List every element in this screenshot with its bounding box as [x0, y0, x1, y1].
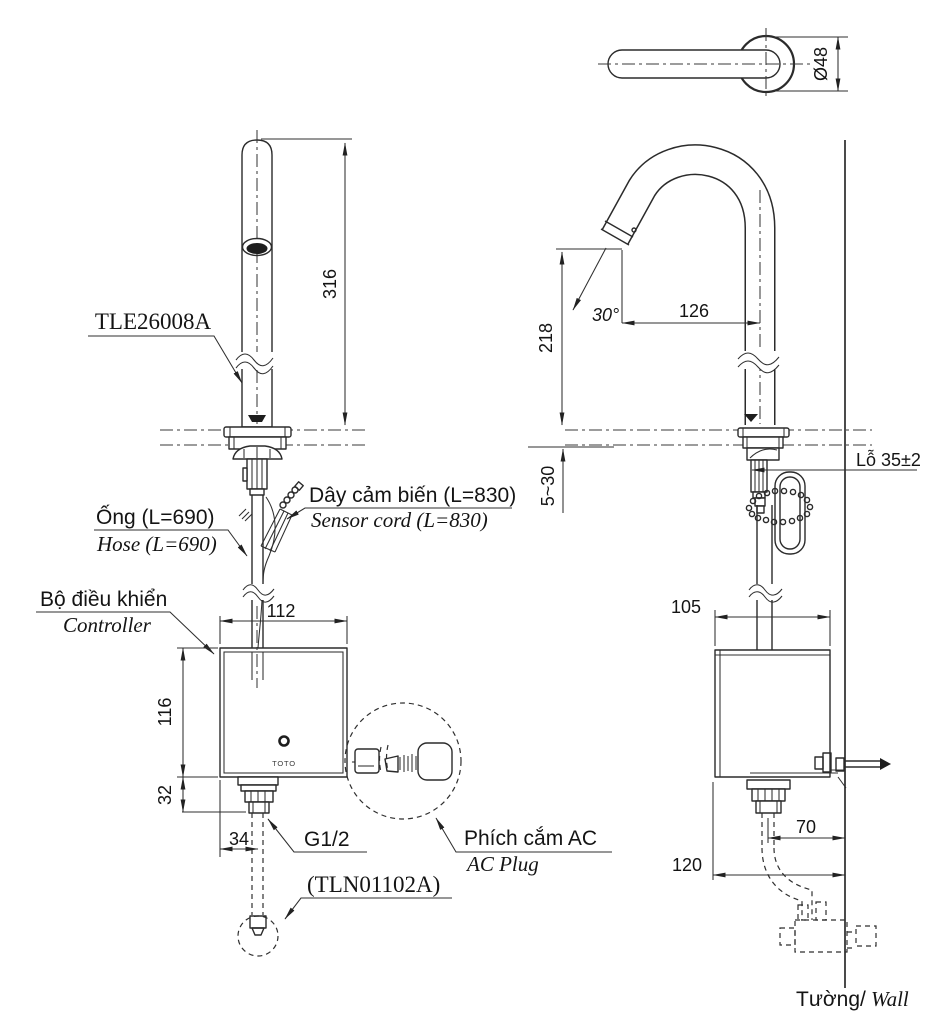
- label-mounting-hole: Lỗ 35±2: [751, 449, 921, 473]
- cord-curve-lower: [257, 599, 263, 649]
- dim-spout-diameter: Ø48: [772, 36, 848, 92]
- dim-reach: 126: [621, 301, 761, 326]
- supply-dashed-front: [251, 813, 264, 915]
- dim-angle: 30°: [572, 247, 623, 325]
- label-hose: Ống (L=690) Hose (L=690): [94, 505, 248, 557]
- label-thread-text: G1/2: [304, 828, 350, 851]
- controller-led: [278, 735, 290, 747]
- wall-screw-tip: [880, 758, 891, 770]
- product-code-text: TLE26008A: [95, 309, 212, 334]
- dim-spout-height: 316: [261, 138, 352, 426]
- hose-upper: [251, 495, 264, 584]
- wall-valve-dashed: [794, 919, 848, 953]
- dim-controller-height-text: 116: [155, 698, 175, 727]
- ac-plug-detail: [344, 702, 462, 820]
- spout-aerator-dot: [631, 227, 637, 233]
- ac-plug-circle: [344, 702, 462, 820]
- dim-spout-height-text: 316: [320, 269, 340, 299]
- flow-arrow: [248, 415, 266, 422]
- break-squiggle: [737, 360, 780, 374]
- label-wall-en: Wall: [871, 987, 909, 1011]
- front-mounting-assembly: [223, 426, 292, 496]
- side-hose-upper: [756, 505, 773, 584]
- front-view: TOTO 316: [36, 130, 612, 957]
- dim-controller-depth-text: 105: [671, 597, 701, 617]
- side-view: 218 30° 126 5~30 Lỗ 35±2 105 70: [528, 140, 921, 1011]
- label-wall-vi: Tường/: [796, 988, 866, 1011]
- dim-shank-length-text: 32: [155, 785, 175, 805]
- dim-reach-text: 126: [679, 301, 709, 321]
- label-sensor-cord-en: Sensor cord (L=830): [311, 508, 488, 532]
- controller-front-view: TOTO: [219, 606, 348, 814]
- ac-strain-relief: [399, 754, 417, 772]
- flow-arrow: [744, 414, 758, 422]
- break-squiggle: [737, 352, 780, 366]
- thread-fitting: [248, 801, 270, 814]
- sensor-window-ring: [241, 237, 273, 257]
- label-sensor-cord-vi: Dây cảm biến (L=830): [309, 484, 516, 507]
- controller-side-view: [714, 649, 891, 814]
- dim-controller-width-text: 112: [267, 601, 296, 621]
- ac-socket-cup: [384, 755, 399, 773]
- break-squiggle: [235, 353, 274, 367]
- label-thread: G1/2: [267, 818, 367, 853]
- label-ac-plug: Phích cắm AC AC Plug: [435, 817, 612, 876]
- dim-hose-offset-text: 34: [229, 829, 249, 849]
- break-squiggle: [235, 361, 274, 375]
- break-squiggle: [748, 591, 783, 603]
- label-valve-code: (TLN01102A): [284, 872, 452, 920]
- spout-nozzle-line: [604, 220, 634, 238]
- dim-tip-height-text: 218: [536, 323, 556, 353]
- dim-shank-length: 32: [155, 776, 186, 813]
- break-squiggle: [242, 584, 275, 596]
- spout-tip-face: [600, 228, 630, 246]
- label-ac-plug-vi: Phích cắm AC: [464, 827, 597, 850]
- sensor-cord-loop: [745, 471, 814, 555]
- tube-break-mask: [742, 351, 779, 369]
- valve-stub-tip: [251, 927, 265, 936]
- label-sensor-cord: Dây cảm biến (L=830) Sensor cord (L=830): [286, 484, 516, 532]
- label-product-code: TLE26008A: [88, 309, 243, 384]
- dim-deck-thickness: 5~30: [528, 446, 614, 513]
- dim-spout-diameter-text: Ø48: [811, 47, 831, 81]
- side-hose-lower: [756, 600, 773, 650]
- label-wall: Tường/ Wall: [796, 987, 909, 1011]
- valve-code-text: (TLN01102A): [307, 872, 440, 897]
- dim-controller-width: 112: [219, 601, 348, 644]
- hose-lower: [251, 600, 264, 648]
- label-ac-plug-en: AC Plug: [465, 852, 539, 876]
- label-controller-vi: Bộ điều khiển: [40, 588, 167, 611]
- label-hose-vi: Ống (L=690): [96, 505, 215, 529]
- dim-center-to-wall-text: 70: [796, 817, 816, 837]
- dim-deck-thickness-text: 5~30: [538, 466, 558, 507]
- dim-controller-height: 116: [155, 647, 246, 813]
- top-view: Ø48: [598, 28, 848, 100]
- ac-cable-connector: [354, 748, 380, 774]
- dim-front-to-wall-text: 120: [672, 855, 702, 875]
- label-mounting-hole-text: Lỗ 35±2: [856, 449, 921, 470]
- break-squiggle: [242, 591, 275, 603]
- wall-screw-shaft: [844, 760, 880, 768]
- break-squiggle: [748, 584, 783, 596]
- dim-tip-height: 218: [536, 248, 622, 426]
- label-controller-en: Controller: [63, 613, 152, 637]
- label-controller: Bộ điều khiển Controller: [36, 588, 215, 655]
- cord-bead-chain: [745, 487, 814, 526]
- controller-brand-text: TOTO: [272, 759, 296, 768]
- dim-front-to-wall: 120: [672, 782, 846, 880]
- ac-plug-body: [417, 742, 453, 781]
- dim-controller-depth: 105: [671, 597, 831, 646]
- mini-connector: [238, 508, 253, 522]
- wall-screw-head: [835, 757, 845, 772]
- spout-tube-inner: [602, 145, 774, 425]
- dim-angle-text: 30°: [592, 305, 619, 325]
- sensor-window: [246, 243, 268, 254]
- dim-center-to-wall: 70: [767, 817, 846, 843]
- label-hose-en: Hose (L=690): [96, 532, 217, 556]
- dim-hose-offset: 34: [219, 780, 259, 857]
- cord-curve-upper: [262, 496, 276, 585]
